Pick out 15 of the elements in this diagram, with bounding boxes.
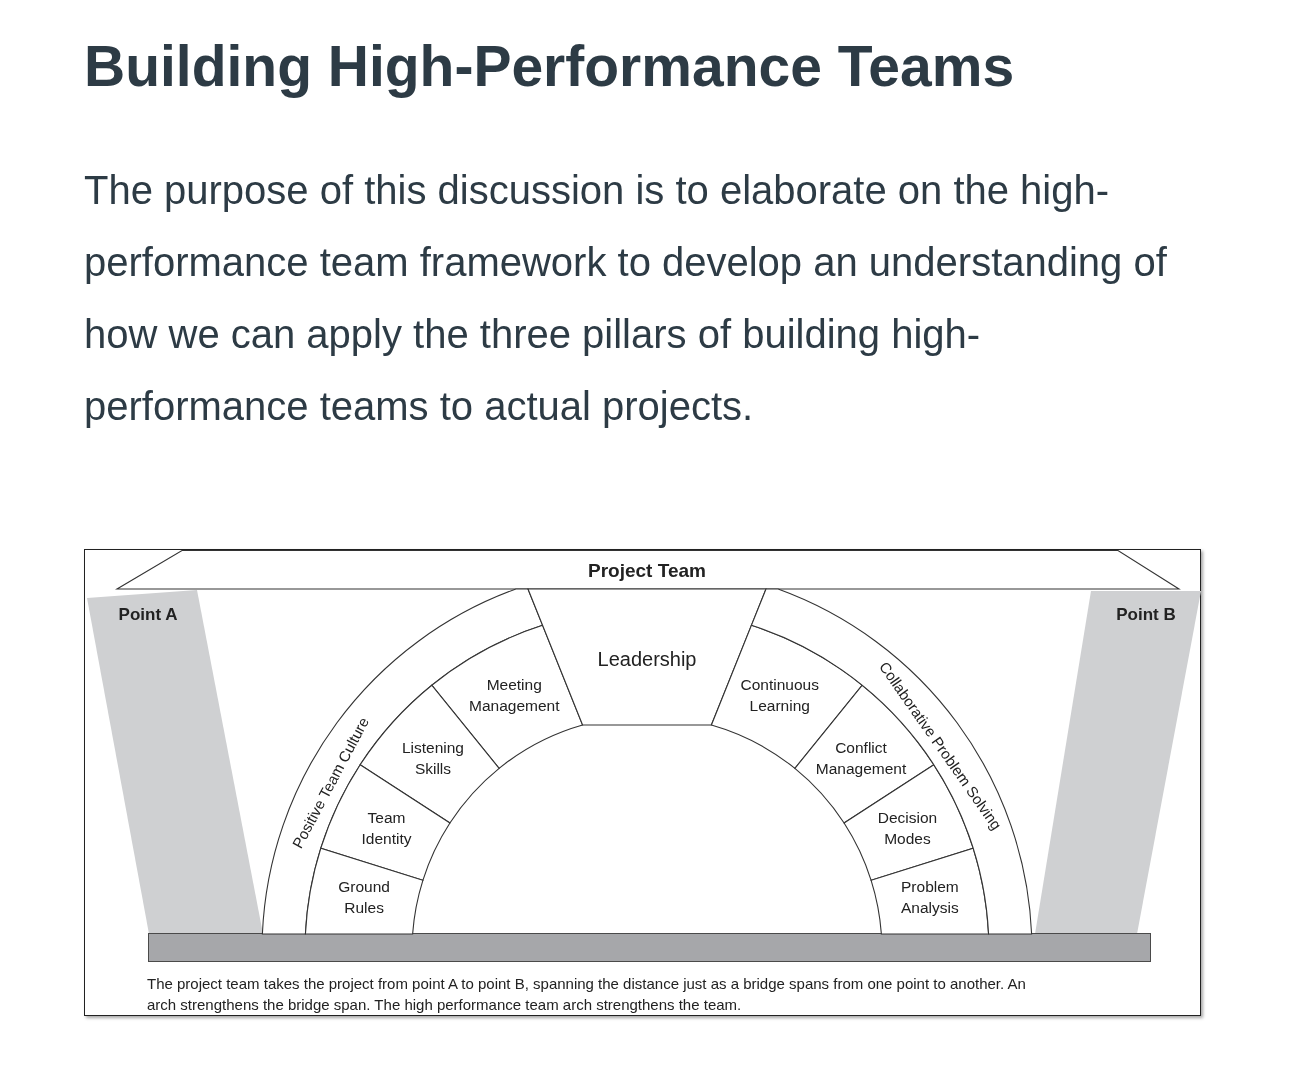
point-label: Point B — [1116, 604, 1176, 627]
point-label: Point A — [118, 604, 178, 627]
segment-label: Problem Analysis — [901, 876, 959, 918]
segment-label: Listening Skills — [401, 738, 464, 780]
segment-label: Conflict Management — [815, 738, 907, 780]
deck-label: Project Team — [588, 558, 706, 583]
intro-paragraph: The purpose of this discussion is to elaborate on the high-performance team framework to develop an understanding of how we can apply the three pillars of building high-performance teams to actual projects. — [84, 167, 1168, 430]
segment-label: Meeting Management — [469, 675, 560, 717]
segment-label: Ground Rules — [338, 876, 390, 918]
segment-label: Decision Modes — [877, 808, 938, 850]
segment-label: Team Identity — [361, 808, 412, 850]
segment-label: Leadership — [597, 647, 697, 672]
figure-caption: The project team takes the project from point A to point B, spanning the distance just as a bridge spans from one point to another. An arch strengthens the bridge span. The high performance team arch strengthens the team. — [147, 974, 1027, 1015]
page-title: Building High-Performance Teams — [84, 33, 1015, 100]
segment-label: Continuous Learning — [740, 675, 819, 717]
